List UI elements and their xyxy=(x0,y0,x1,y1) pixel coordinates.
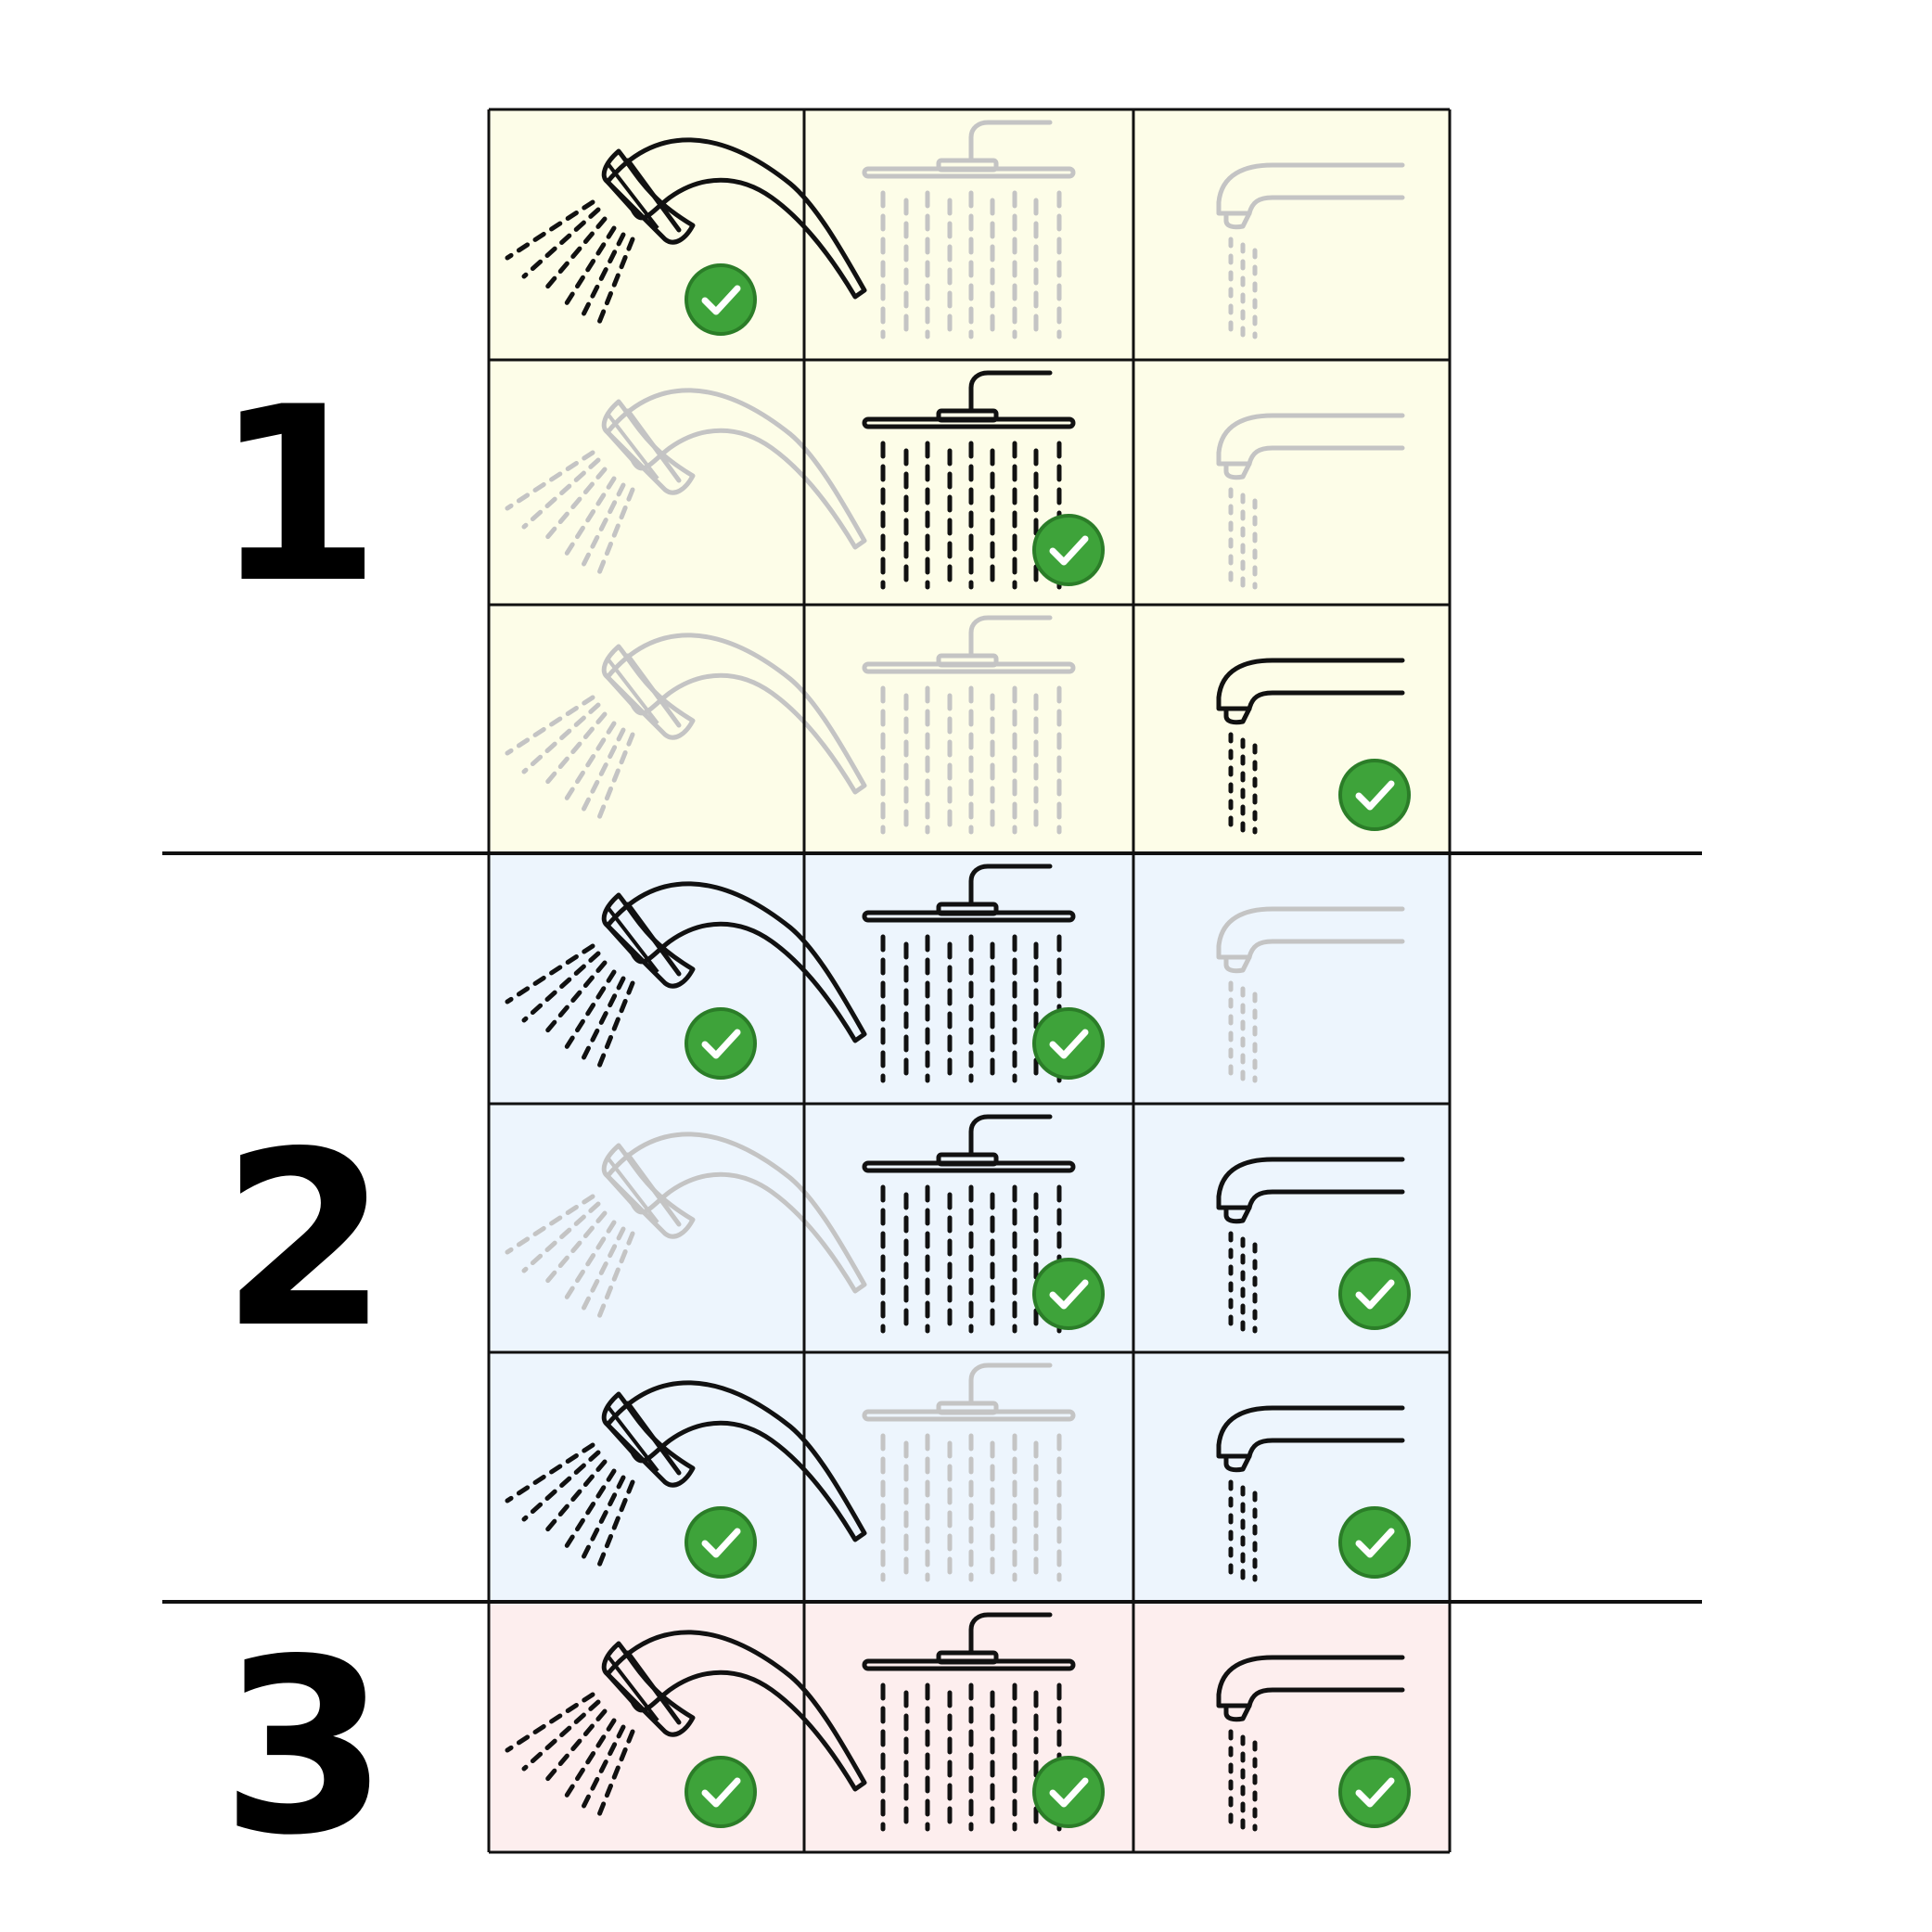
rain-shower-icon xyxy=(862,370,1105,590)
bath-spout-icon xyxy=(1216,1157,1411,1334)
cell-g1-r1-c3 xyxy=(1133,109,1450,360)
check-badge-icon xyxy=(685,1506,757,1579)
cell-g2-r2-c1 xyxy=(489,1104,804,1352)
bath-spout-icon-inactive xyxy=(1216,413,1405,590)
cell-g1-r1-c1 xyxy=(489,109,804,360)
rain-shower-icon xyxy=(862,1114,1105,1334)
group-number-1: 1 xyxy=(213,356,381,636)
check-badge-icon xyxy=(685,263,757,336)
check-badge-icon xyxy=(1032,1007,1105,1080)
group-number-2: 2 xyxy=(221,1101,389,1381)
handheld-shower-icon-inactive xyxy=(505,1132,867,1322)
handheld-shower-icon xyxy=(505,1630,867,1828)
rain-shower-icon-inactive xyxy=(862,120,1076,339)
bath-spout-icon xyxy=(1216,658,1411,835)
handheld-shower-icon xyxy=(505,1380,867,1579)
handheld-shower-icon-inactive xyxy=(505,633,867,823)
cell-g2-r3-c1 xyxy=(489,1352,804,1602)
check-badge-icon xyxy=(1338,1258,1411,1330)
check-badge-icon xyxy=(1338,1506,1411,1579)
cell-g3-r1-c1 xyxy=(489,1602,804,1852)
check-badge-icon xyxy=(1338,759,1411,831)
group-number-3: 3 xyxy=(221,1608,389,1888)
group-separators xyxy=(162,851,1702,1604)
cell-g2-r1-c1 xyxy=(489,853,804,1104)
rain-shower-icon xyxy=(862,864,1105,1083)
bath-spout-icon xyxy=(1216,1655,1411,1832)
cell-g1-r3-c1 xyxy=(489,605,804,853)
bath-spout-icon-inactive xyxy=(1216,162,1405,339)
bath-spout-icon-inactive xyxy=(1216,906,1405,1083)
check-badge-icon xyxy=(1032,1258,1105,1330)
cell-g1-r2-c3 xyxy=(1133,360,1450,605)
bath-spout-icon xyxy=(1216,1405,1411,1582)
rain-shower-icon xyxy=(862,1612,1105,1832)
handheld-shower-icon xyxy=(505,881,867,1080)
check-badge-icon xyxy=(1032,514,1105,586)
cell-g1-r2-c1 xyxy=(489,360,804,605)
handheld-shower-icon xyxy=(505,137,867,336)
check-badge-icon xyxy=(685,1007,757,1080)
cell-g2-r1-c3 xyxy=(1133,853,1450,1104)
handheld-shower-icon-inactive xyxy=(505,388,867,578)
check-badge-icon xyxy=(1032,1756,1105,1828)
check-badge-icon xyxy=(685,1756,757,1828)
rain-shower-icon-inactive xyxy=(862,615,1076,835)
rain-shower-icon-inactive xyxy=(862,1363,1076,1582)
check-badge-icon xyxy=(1338,1756,1411,1828)
